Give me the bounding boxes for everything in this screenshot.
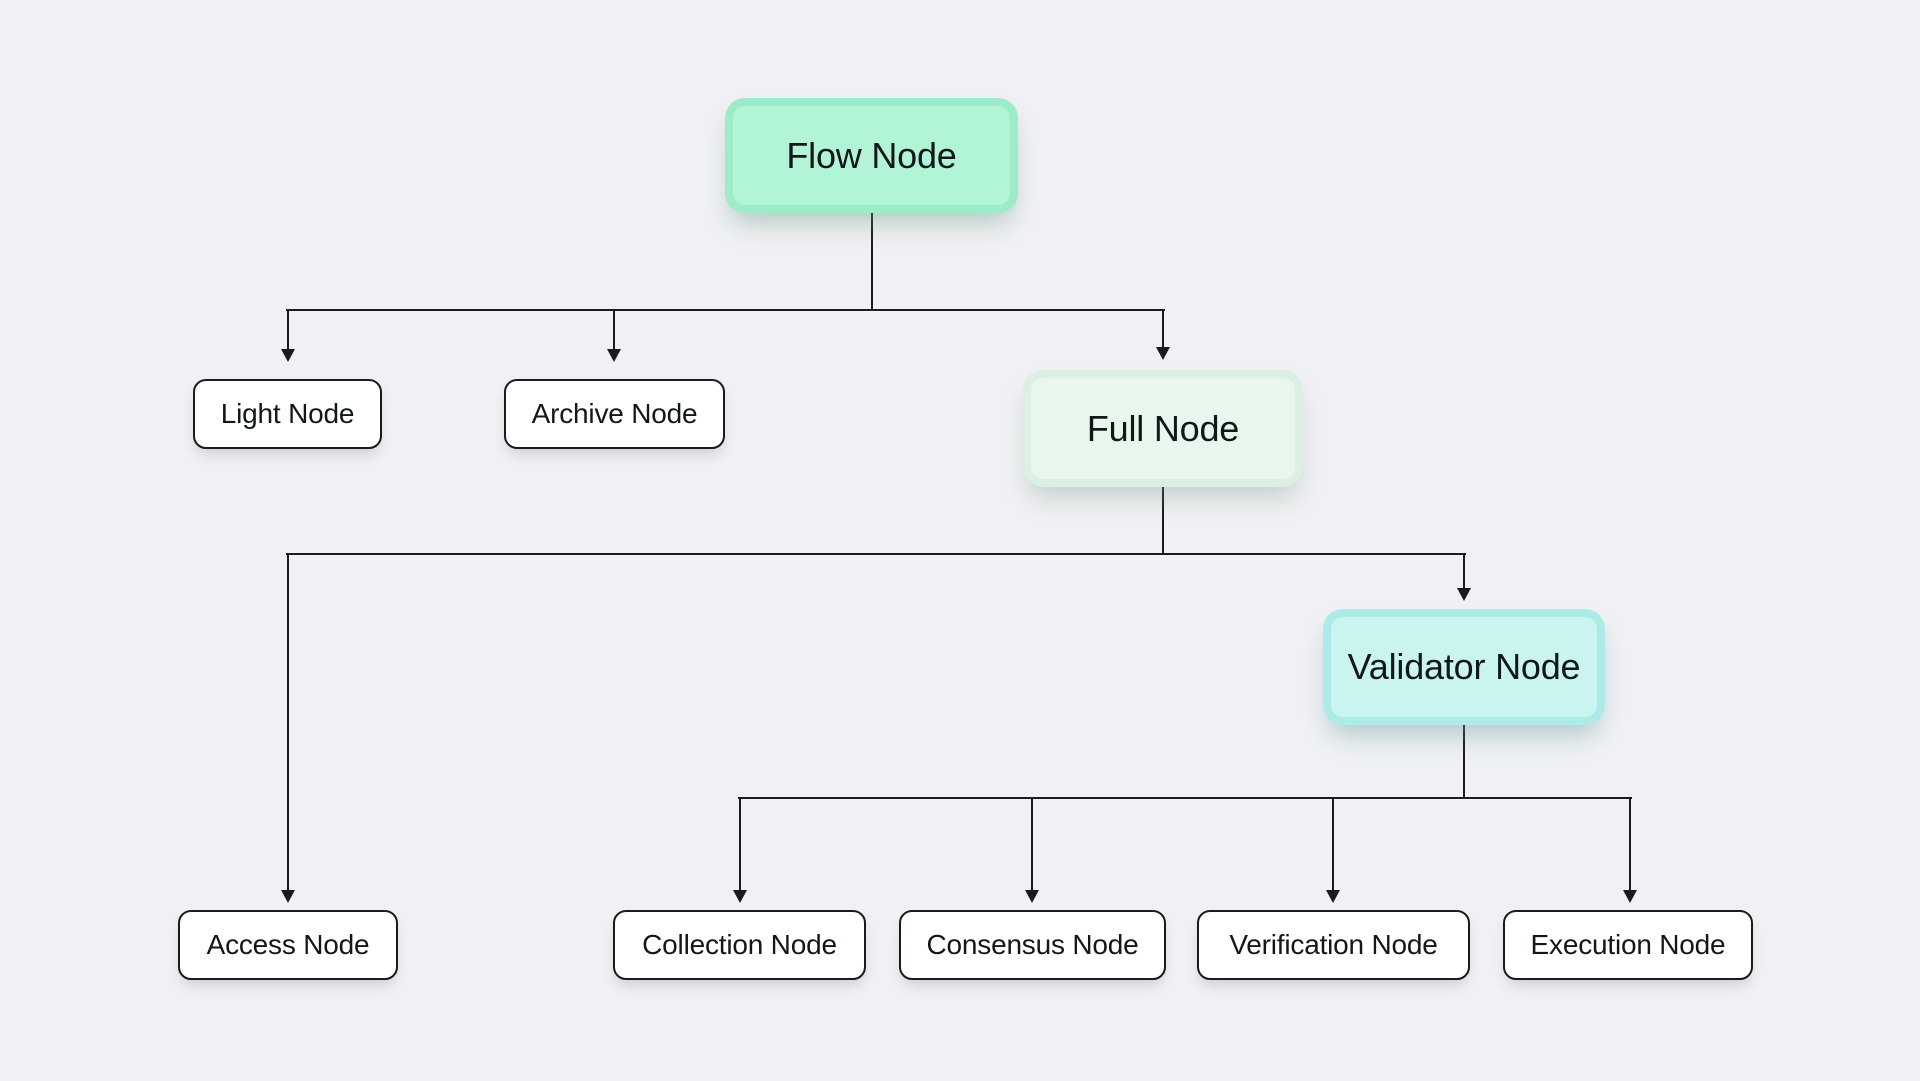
node-collection: Collection Node xyxy=(613,910,866,980)
arrowhead-down-icon xyxy=(1156,347,1170,360)
arrowhead-down-icon xyxy=(607,349,621,362)
arrowhead-down-icon xyxy=(281,890,295,903)
node-label: Consensus Node xyxy=(926,929,1139,960)
arrowhead-down-icon xyxy=(1457,588,1471,601)
arrowhead-down-icon xyxy=(1025,890,1039,903)
node-label: Verification Node xyxy=(1229,929,1438,960)
node-flow: Flow Node xyxy=(725,98,1018,213)
node-label: Archive Node xyxy=(531,398,698,429)
node-validator: Validator Node xyxy=(1323,609,1605,725)
node-archive: Archive Node xyxy=(504,379,725,449)
node-label: Access Node xyxy=(206,929,370,960)
node-label: Light Node xyxy=(220,398,355,429)
node-label: Flow Node xyxy=(786,134,957,176)
arrowhead-down-icon xyxy=(281,349,295,362)
node-light: Light Node xyxy=(193,379,382,449)
node-verification: Verification Node xyxy=(1197,910,1470,980)
node-consensus: Consensus Node xyxy=(899,910,1166,980)
node-label: Validator Node xyxy=(1347,646,1581,687)
node-label: Full Node xyxy=(1086,407,1240,449)
arrowhead-down-icon xyxy=(1623,890,1637,903)
arrowhead-down-icon xyxy=(1326,890,1340,903)
node-label: Execution Node xyxy=(1530,929,1726,960)
arrowhead-down-icon xyxy=(733,890,747,903)
node-access: Access Node xyxy=(178,910,398,980)
node-full: Full Node xyxy=(1023,370,1303,487)
node-execution: Execution Node xyxy=(1503,910,1753,980)
node-label: Collection Node xyxy=(642,929,837,960)
